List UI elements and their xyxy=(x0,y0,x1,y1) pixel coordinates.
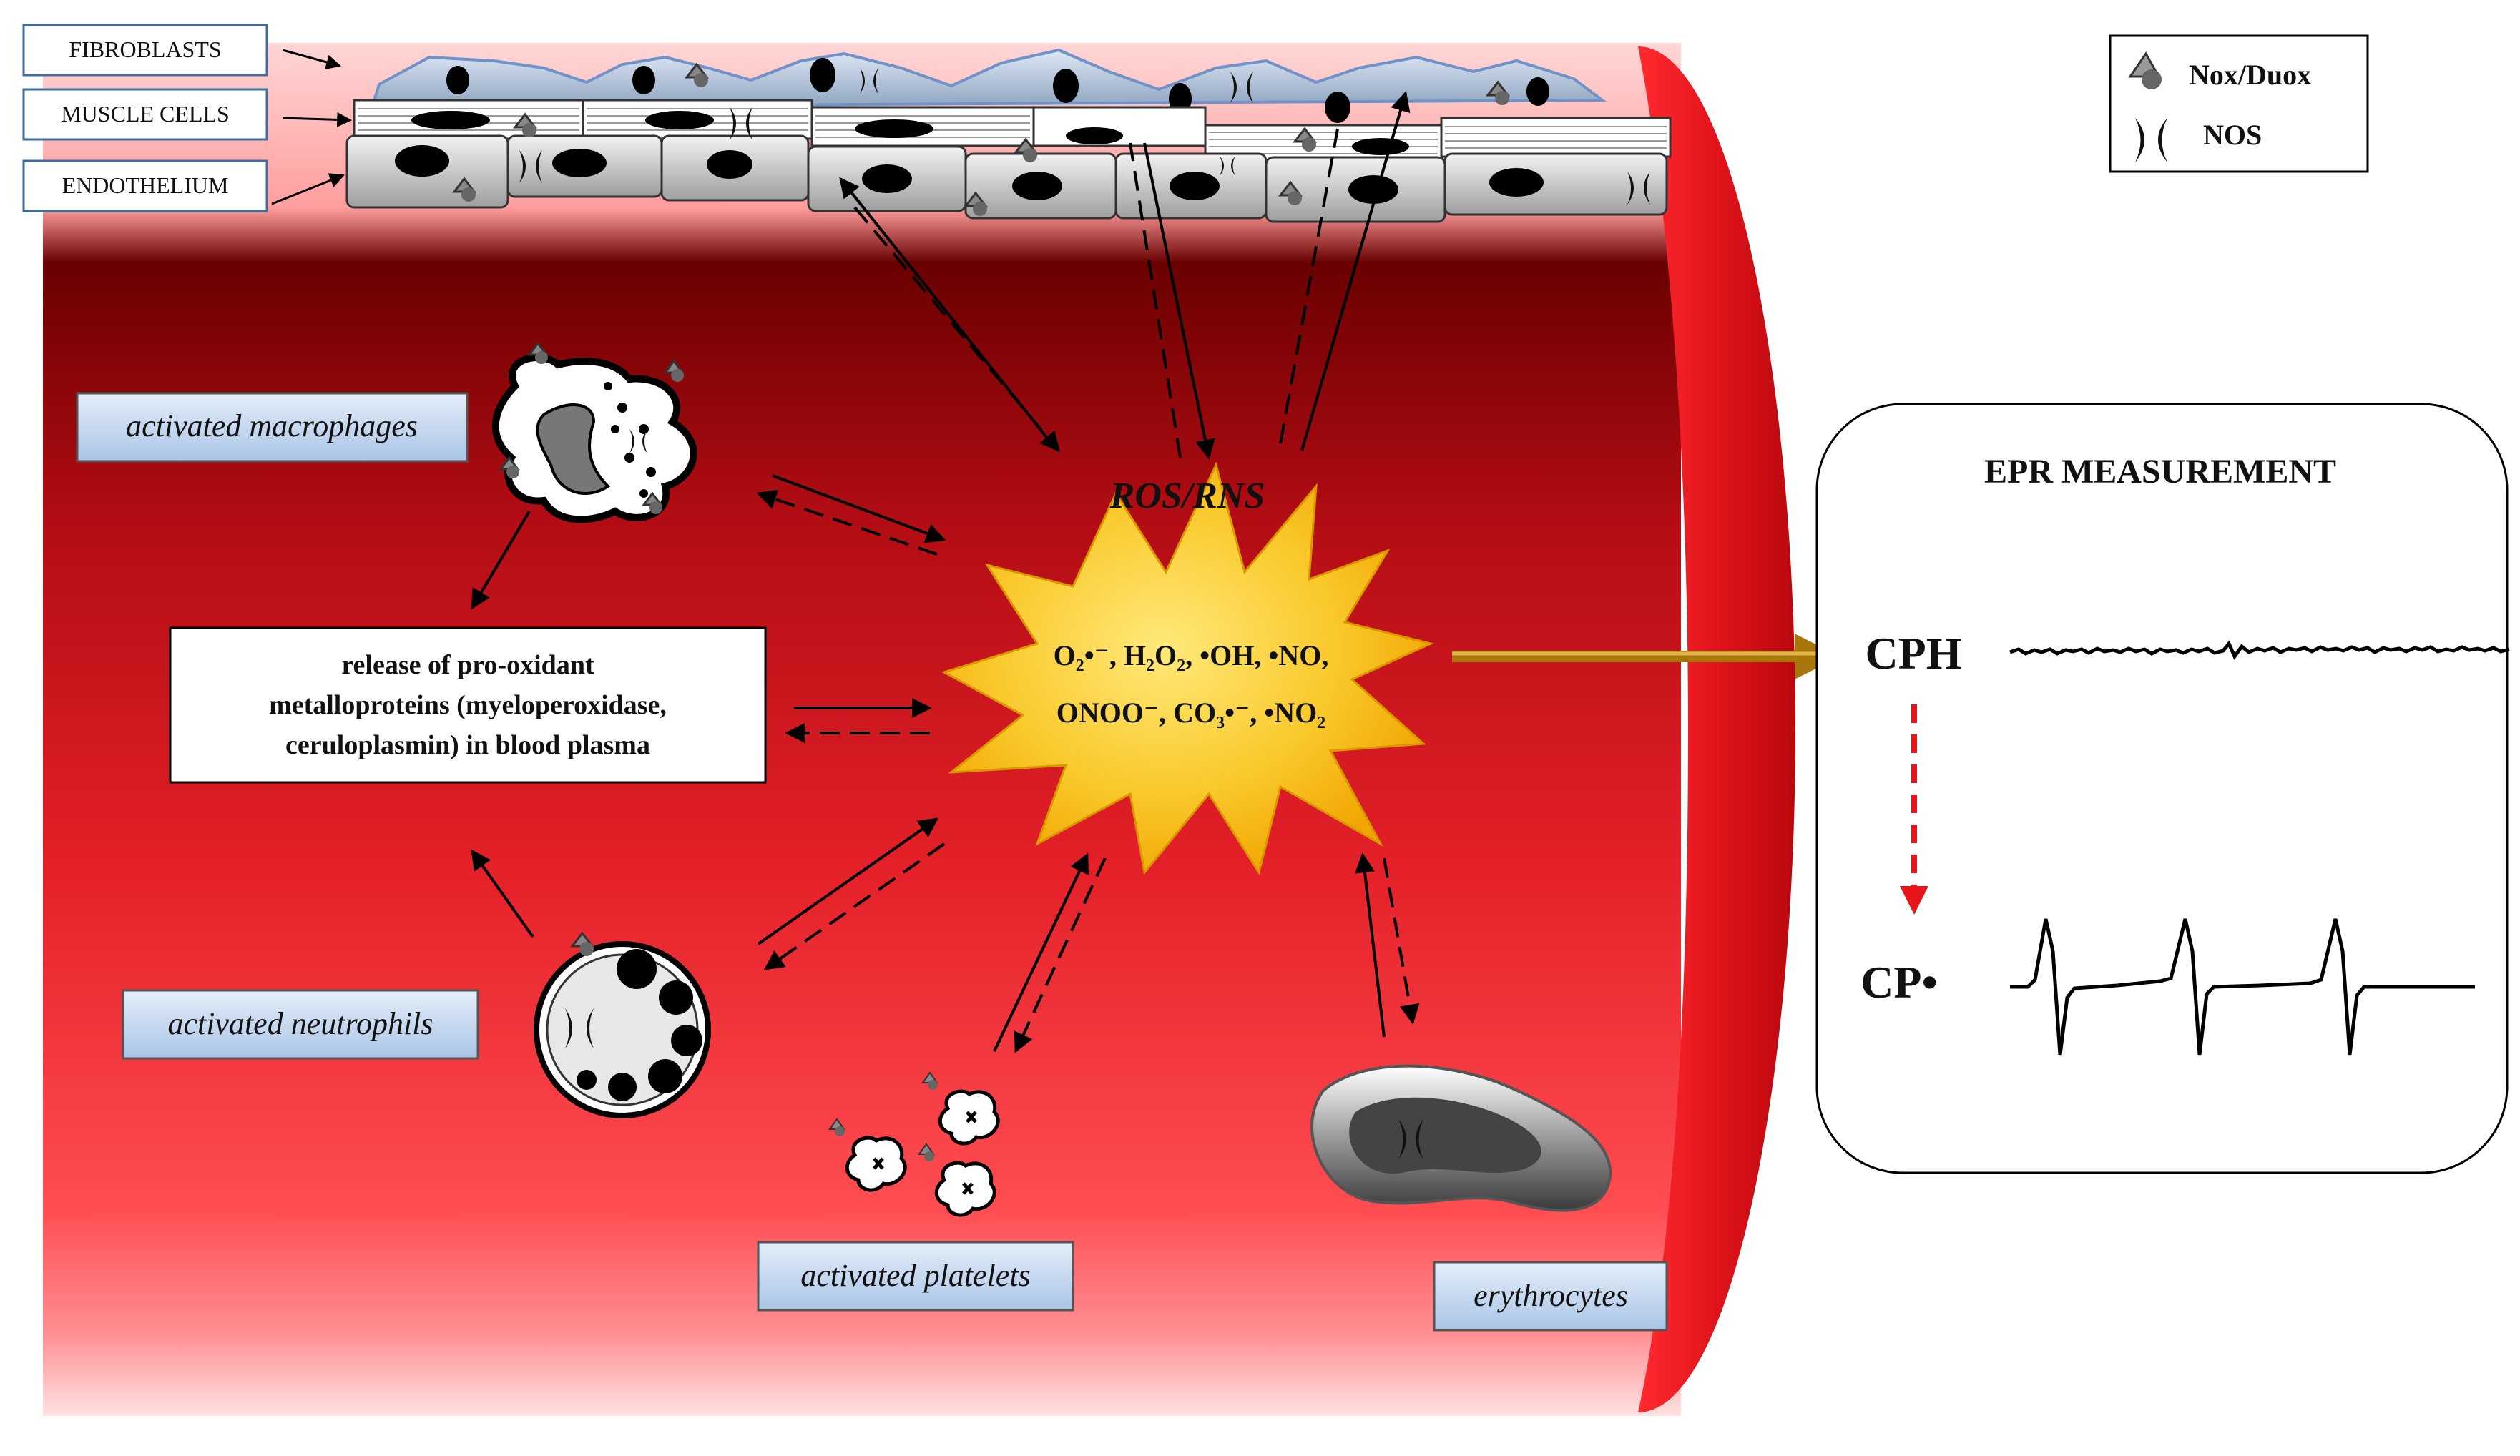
nox-duox-icon xyxy=(451,62,1511,216)
layer-label-fibroblasts: FIBROBLASTS xyxy=(22,24,268,77)
label-activated-macrophages: activated macrophages xyxy=(76,392,469,463)
epr-measurement-panel: EPR MEASUREMENT CPH CP• xyxy=(1815,403,2510,1174)
platelet-arrows xyxy=(993,852,1107,1053)
nos-icon xyxy=(629,429,647,453)
svg-text:activated platelets: activated platelets xyxy=(800,1258,1030,1293)
legend: Nox/Duox NOS xyxy=(2109,34,2369,173)
ros-to-epr-arrow xyxy=(1452,634,1840,679)
neutrophil-cell xyxy=(534,931,711,1118)
svg-text:ENDOTHELIUM: ENDOTHELIUM xyxy=(62,172,229,198)
ros-rns-burst: ROS/RNS O₂•⁻, H₂O₂, •OH, •NO, ONOO⁻, CO₃… xyxy=(941,461,1434,875)
release-metalloproteins-box: release of pro-oxidant metalloproteins (… xyxy=(169,626,767,784)
neutrophil-arrows xyxy=(471,817,946,970)
svg-text:release of pro-oxidant: release of pro-oxidant xyxy=(341,650,594,680)
nos-icon xyxy=(2135,118,2167,162)
legend-nox-label: Nox/Duox xyxy=(2189,59,2311,91)
label-erythrocytes: erythrocytes xyxy=(1433,1261,1668,1332)
fibroblast-layer xyxy=(370,48,1607,123)
layer-pointer-arrows xyxy=(271,49,353,205)
ros-species-line2: ONOO⁻, CO₃•⁻, •NO₂ xyxy=(1056,697,1325,729)
wall-ros-arrows xyxy=(839,91,1411,460)
legend-nos-label: NOS xyxy=(2203,119,2262,151)
macrophage-cell xyxy=(491,341,697,523)
macrophage-arrows xyxy=(471,474,946,610)
ros-title: ROS/RNS xyxy=(1109,476,1265,516)
label-activated-platelets: activated platelets xyxy=(757,1241,1074,1312)
nox-duox-icon xyxy=(2128,51,2162,89)
label-activated-neutrophils: activated neutrophils xyxy=(122,989,479,1060)
ros-species-line1: O₂•⁻, H₂O₂, •OH, •NO, xyxy=(1054,639,1329,672)
nox-duox-icon xyxy=(569,931,595,956)
cp-radical-label: CP• xyxy=(1860,957,1938,1008)
layer-label-muscle-cells: MUSCLE CELLS xyxy=(22,88,268,141)
erythrocyte-cell xyxy=(1310,1064,1612,1212)
svg-text:FIBROBLASTS: FIBROBLASTS xyxy=(69,36,221,62)
nox-duox-icon xyxy=(828,1071,938,1161)
nos-icon xyxy=(519,68,1650,205)
erythrocyte-arrows xyxy=(1355,852,1420,1038)
cp-epr-spectrum xyxy=(2010,918,2475,1056)
svg-text:erythrocytes: erythrocytes xyxy=(1474,1278,1628,1313)
svg-text:ceruloplasmin) in blood pla: ceruloplasmin) in blood plasma xyxy=(285,730,650,760)
muscle-cell-layer xyxy=(353,99,1672,162)
cph-label: CPH xyxy=(1865,628,1961,679)
layer-label-endothelium: ENDOTHELIUM xyxy=(22,159,268,212)
nox-duox-icon xyxy=(499,341,685,514)
platelet-cluster xyxy=(828,1071,1000,1217)
release-arrows xyxy=(785,698,932,743)
svg-text:activated macrophages: activated macrophages xyxy=(126,408,418,443)
nos-icon xyxy=(565,1008,594,1048)
nos-icon xyxy=(1398,1119,1423,1159)
svg-text:activated neutrophils: activated neutrophils xyxy=(167,1006,433,1041)
svg-text:MUSCLE CELLS: MUSCLE CELLS xyxy=(61,101,230,127)
endothelium-layer xyxy=(345,134,1668,223)
epr-title: EPR MEASUREMENT xyxy=(1984,453,2336,491)
cph-epr-spectrum xyxy=(2009,640,2510,661)
svg-text:metalloproteins (myeloperoxid: metalloproteins (myeloperoxidase, xyxy=(269,690,667,720)
